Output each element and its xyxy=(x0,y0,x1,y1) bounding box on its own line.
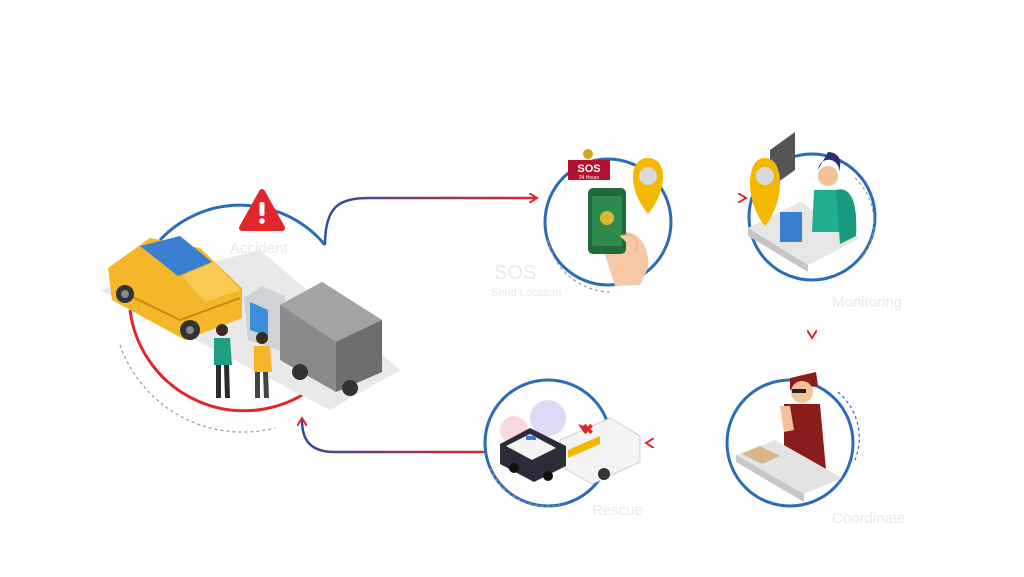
operator-icon xyxy=(748,132,860,272)
label-monitoring: Monitoring xyxy=(832,294,903,311)
node-rescue: ✖ xyxy=(483,378,641,508)
warning-icon xyxy=(239,189,285,231)
location-pin-icon xyxy=(633,158,663,214)
police-car-icon xyxy=(500,428,566,482)
security-guard-icon xyxy=(736,372,842,502)
phone-icon xyxy=(588,188,649,286)
sos-badge-sub: 24 Hours xyxy=(579,175,600,181)
connector-accident-to-sos xyxy=(323,198,535,246)
taxi-icon xyxy=(108,236,242,340)
label-accident: Accident xyxy=(230,240,288,257)
flow-connectors xyxy=(302,198,812,454)
person-icon xyxy=(254,332,272,398)
ambulance-icon: ✖ xyxy=(559,417,641,485)
location-pin-icon xyxy=(750,158,780,226)
node-sos: SOS 24 Hours xyxy=(543,149,673,293)
node-monitoring xyxy=(747,132,877,282)
label-coordinate: Coordinate xyxy=(832,510,906,527)
node-coordinate xyxy=(725,372,860,508)
sos-badge-icon: SOS 24 Hours xyxy=(568,149,610,181)
label-sos: SOS xyxy=(494,262,537,284)
person-icon xyxy=(214,324,232,398)
node-accident xyxy=(100,189,400,433)
truck-icon xyxy=(244,282,382,396)
label-rescue: Rescue xyxy=(592,502,643,519)
sos-badge-text: SOS xyxy=(577,163,600,175)
svg-text:✖: ✖ xyxy=(582,421,594,437)
label-sos-subtitle: Send Location xyxy=(491,287,562,299)
connector-rescue-to-accident xyxy=(302,420,485,454)
